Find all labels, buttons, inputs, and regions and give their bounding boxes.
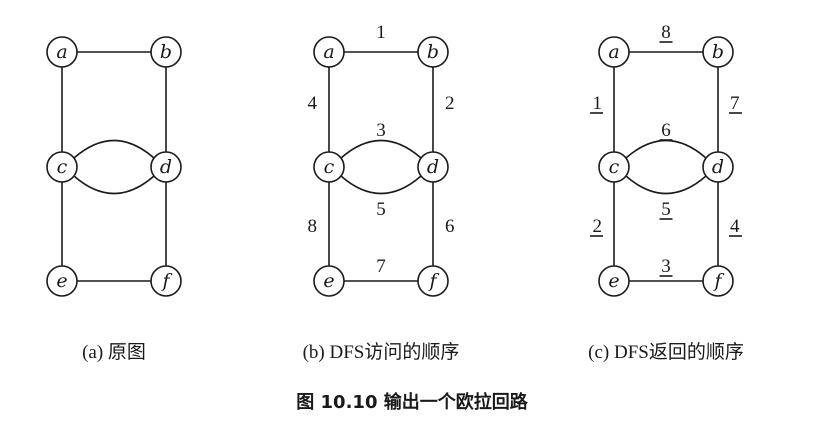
node-f: f [702, 265, 734, 297]
node-b-label: b [160, 41, 172, 63]
edge-label-cd_top: 6 [661, 120, 671, 141]
node-c-label: c [57, 156, 68, 178]
edge-c-d-upper [625, 139, 707, 159]
edge-c-d-lower [73, 175, 155, 195]
node-f-circle [702, 265, 734, 297]
node-c-circle [598, 151, 630, 183]
node-a-circle [46, 36, 78, 68]
node-e-label: e [608, 270, 619, 292]
node-b: b [702, 36, 734, 68]
edge-label-cd_bottom: 5 [661, 199, 671, 220]
node-e-label: e [56, 270, 67, 292]
node-b-label: b [712, 41, 724, 63]
edge-label-df: 6 [445, 216, 455, 237]
node-b-label: b [427, 41, 439, 63]
node-a: a [46, 36, 78, 68]
edge-label-ef: 3 [661, 256, 671, 277]
edge-label-ac: 4 [308, 93, 318, 114]
node-e-circle [598, 265, 630, 297]
node-d: d [150, 151, 182, 183]
node-a-label: a [323, 41, 334, 63]
node-c: c [598, 151, 630, 183]
node-a: a [313, 36, 345, 68]
node-d-label: d [427, 156, 439, 178]
edge-label-cd_bottom: 5 [376, 199, 386, 220]
node-f-label: f [712, 270, 724, 292]
node-b-circle [150, 36, 182, 68]
node-d-label: d [712, 156, 724, 178]
node-e-label: e [323, 270, 334, 292]
node-e: e [598, 265, 630, 297]
node-a-circle [313, 36, 345, 68]
node-c-circle [313, 151, 345, 183]
node-f-circle [417, 265, 449, 297]
node-d: d [417, 151, 449, 183]
diagrams-group: a b c d e f (a) 原图 a b c d e f 1 2 4 3 5 8 6 7 (b) DFS访问的顺序 a b… [46, 22, 744, 363]
node-e: e [313, 265, 345, 297]
node-e-circle [313, 265, 345, 297]
node-c: c [46, 151, 78, 183]
node-c-circle [46, 151, 78, 183]
node-d-circle [702, 151, 734, 183]
node-e-circle [46, 265, 78, 297]
edge-label-bd: 2 [445, 93, 455, 114]
edge-label-df: 4 [730, 216, 740, 237]
node-e: e [46, 265, 78, 297]
node-b: b [417, 36, 449, 68]
node-a-circle [598, 36, 630, 68]
caption-c: (c) DFS返回的顺序 [588, 341, 744, 363]
node-c-label: c [609, 156, 620, 178]
node-a: a [598, 36, 630, 68]
caption-b: (b) DFS访问的顺序 [303, 341, 460, 363]
edge-label-cd_top: 3 [376, 120, 386, 141]
diagram-b: a b c d e f 1 2 4 3 5 8 6 7 (b) DFS访问的顺序 [303, 22, 460, 363]
node-b-circle [417, 36, 449, 68]
figure-title: 图 10.10 输出一个欧拉回路 [296, 391, 528, 413]
node-c-label: c [324, 156, 335, 178]
edge-label-ef: 7 [376, 256, 386, 277]
node-d-circle [150, 151, 182, 183]
edge-label-bd: 7 [730, 93, 740, 114]
node-c: c [313, 151, 345, 183]
edge-c-d-upper [73, 139, 155, 159]
node-a-label: a [56, 41, 67, 63]
diagram-a: a b c d e f (a) 原图 [46, 36, 182, 363]
node-f: f [417, 265, 449, 297]
node-b: b [150, 36, 182, 68]
edge-label-ac: 1 [593, 93, 603, 114]
edge-label-ce: 2 [593, 216, 603, 237]
node-f-circle [150, 265, 182, 297]
node-a-label: a [608, 41, 619, 63]
edge-label-ab: 1 [376, 22, 386, 43]
node-d-circle [417, 151, 449, 183]
node-d-label: d [160, 156, 172, 178]
edge-c-d-lower [625, 175, 707, 195]
node-d: d [702, 151, 734, 183]
node-b-circle [702, 36, 734, 68]
node-f-label: f [427, 270, 439, 292]
caption-a: (a) 原图 [82, 342, 146, 363]
node-f-label: f [160, 270, 172, 292]
edge-c-d-upper [340, 139, 422, 159]
edge-c-d-lower [340, 175, 422, 195]
edge-label-ce: 8 [308, 216, 318, 237]
node-f: f [150, 265, 182, 297]
edge-label-ab: 8 [661, 22, 671, 43]
diagram-c: a b c d e f 8 7 1 6 5 2 4 3 (c) DFS返回的顺序 [588, 22, 744, 363]
